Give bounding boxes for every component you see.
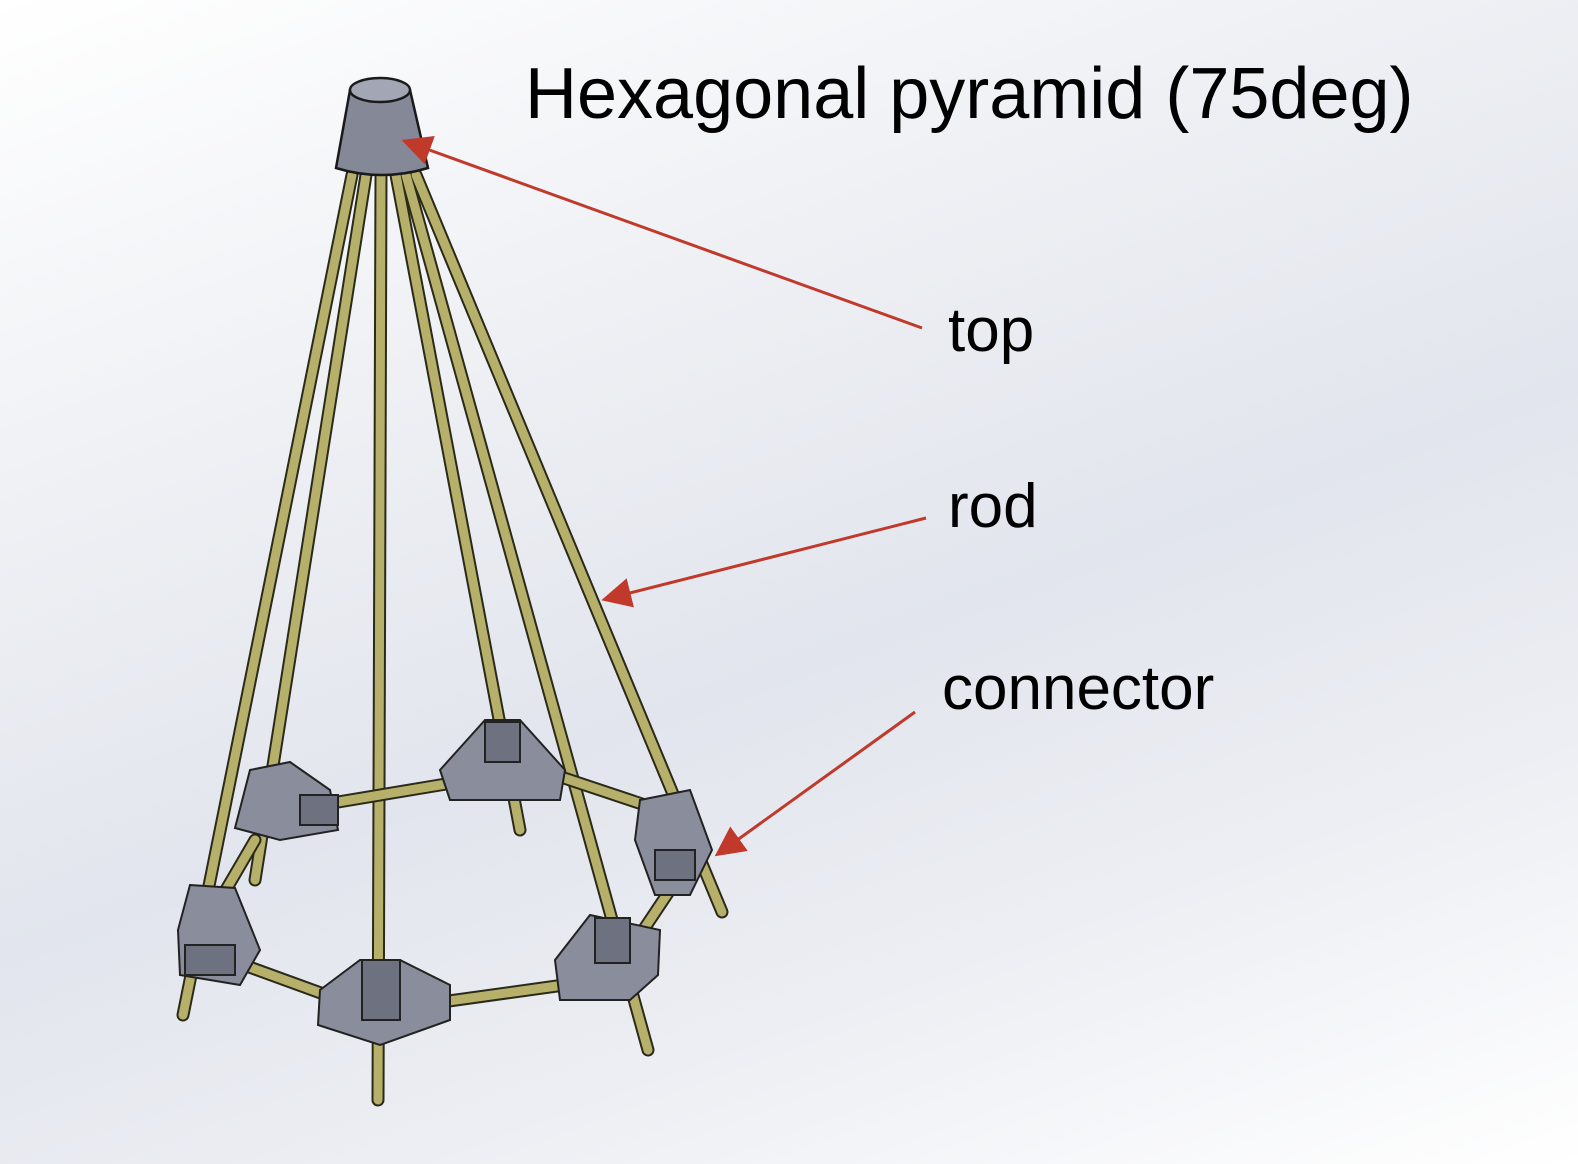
connector-front [316,959,451,1047]
connector-front-right [553,913,662,1001]
top-cap [334,76,430,177]
arrow-top [401,136,923,330]
connectors [176,719,714,1047]
arrow-connector [714,710,916,857]
annotation-arrows [401,136,927,857]
connector-back [438,719,567,801]
connector-right [633,788,714,896]
label-top: top [948,296,1035,365]
connector-left [176,883,262,987]
label-connector: connector [942,654,1215,723]
label-rod: rod [948,472,1038,541]
connector-back-left [233,760,340,842]
diagram-title: Hexagonal pyramid (75deg) [525,54,1414,134]
arrow-rod [601,516,927,608]
